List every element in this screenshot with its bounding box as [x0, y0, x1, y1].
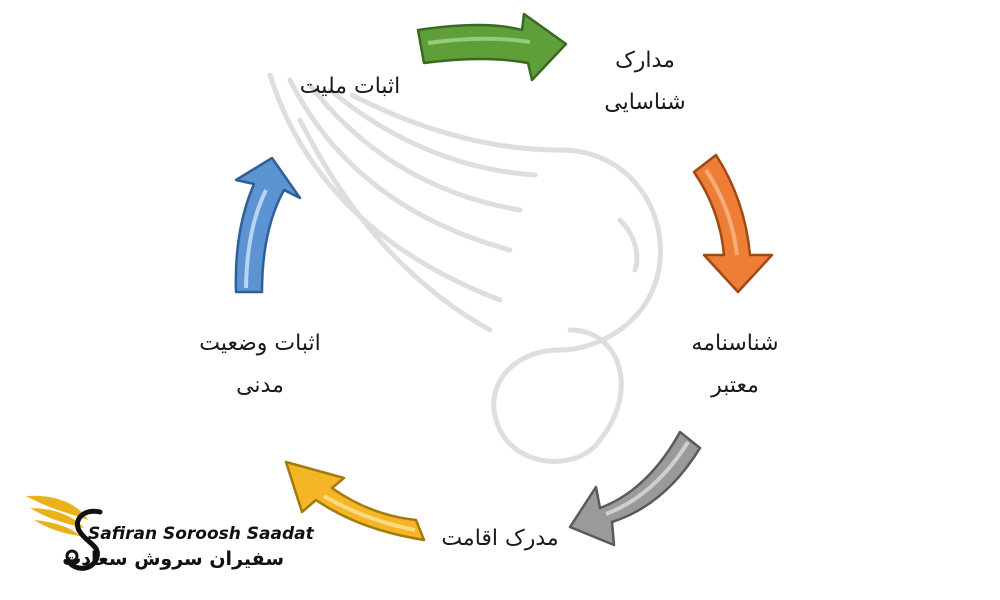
step-nationality-line-1: اثبات ملیت — [299, 74, 401, 99]
arrow-yellow-body — [284, 460, 426, 542]
step-birth-cert-line-1: شناسنامه — [691, 331, 779, 356]
step-residence-line-1: مدرک اقامت — [441, 526, 559, 551]
logo-name-fa: سفیران سروش سعادت — [62, 548, 284, 570]
arrow-blue-body — [234, 156, 302, 294]
logo-name-en: Safiran Soroosh Saadat — [88, 524, 314, 544]
step-residence-label: مدرک اقامت — [415, 518, 585, 560]
logo-wing-icon — [26, 495, 88, 536]
step-identity-line-2: شناسایی — [604, 90, 686, 115]
step-civil-status-line-2: مدنی — [236, 373, 284, 398]
step-identity-label: مدارک شناسایی — [570, 40, 720, 124]
step-nationality-label: اثبات ملیت — [275, 66, 425, 108]
company-logo-icon — [26, 495, 103, 571]
step-civil-status-line-1: اثبات وضعیت — [199, 331, 321, 356]
arrow-green-body — [416, 12, 568, 82]
step-identity-line-1: مدارک — [615, 48, 675, 73]
step-birth-cert-label: شناسنامه معتبر — [650, 323, 820, 407]
arrow-orange-body — [692, 153, 774, 294]
logo-s-mark-icon — [65, 508, 103, 571]
step-civil-status-label: اثبات وضعیت مدنی — [180, 323, 340, 407]
step-birth-cert-line-2: معتبر — [711, 373, 759, 398]
arrow-gray-body — [568, 430, 702, 547]
